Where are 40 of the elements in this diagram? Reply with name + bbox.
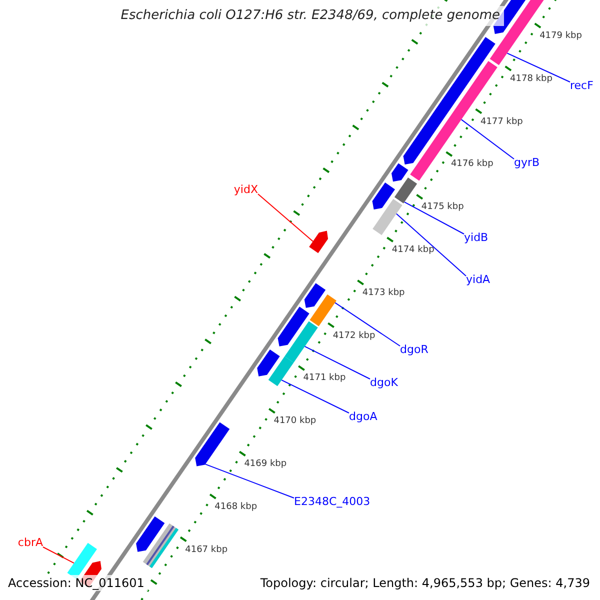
gene-feature: [372, 198, 402, 236]
gene-feature: [394, 177, 418, 204]
position-label: 4177 kbp: [480, 116, 523, 128]
gene-label: cbrA: [18, 536, 43, 550]
leader-line: [396, 213, 466, 276]
leader-line: [258, 194, 314, 242]
leader-line: [304, 346, 370, 380]
leader-line: [204, 464, 294, 498]
leader-line: [404, 202, 464, 234]
position-label: 4176 kbp: [450, 158, 494, 170]
leader-line: [334, 302, 400, 346]
leader-line: [506, 52, 570, 82]
position-label: 4168 kbp: [214, 500, 258, 513]
gene-label: yidX: [234, 183, 258, 197]
position-label: 4179 kbp: [540, 30, 582, 42]
position-label: 4170 kbp: [274, 415, 316, 428]
leader-line: [42, 546, 74, 564]
gene-label: recF: [570, 79, 594, 93]
gene-label: gyrB: [514, 156, 540, 170]
position-label: 4171 kbp: [303, 372, 346, 384]
position-label: 4172 kbp: [332, 330, 376, 342]
gene-feature: [310, 294, 336, 326]
leader-line: [460, 119, 514, 160]
gene-label: E2348C_4003: [294, 495, 370, 509]
gene-feature: [268, 356, 294, 386]
position-label: 4167 kbp: [185, 544, 228, 556]
gene-label: dgoA: [349, 410, 378, 424]
gene-feature: [195, 422, 230, 466]
position-label: 4174 kbp: [392, 244, 434, 256]
gene-label: yidA: [466, 273, 490, 287]
position-label: 4169 kbp: [244, 458, 287, 470]
gene-feature: [309, 230, 328, 254]
gene-label: dgoK: [370, 376, 398, 390]
position-label: 4178 kbp: [510, 72, 552, 85]
position-label: 4173 kbp: [362, 286, 405, 299]
position-label: 4175 kbp: [421, 201, 464, 214]
gene-feature: [284, 321, 318, 363]
gene-label: yidB: [464, 231, 488, 245]
leader-line: [281, 380, 350, 414]
gene-label: dgoR: [400, 343, 428, 357]
